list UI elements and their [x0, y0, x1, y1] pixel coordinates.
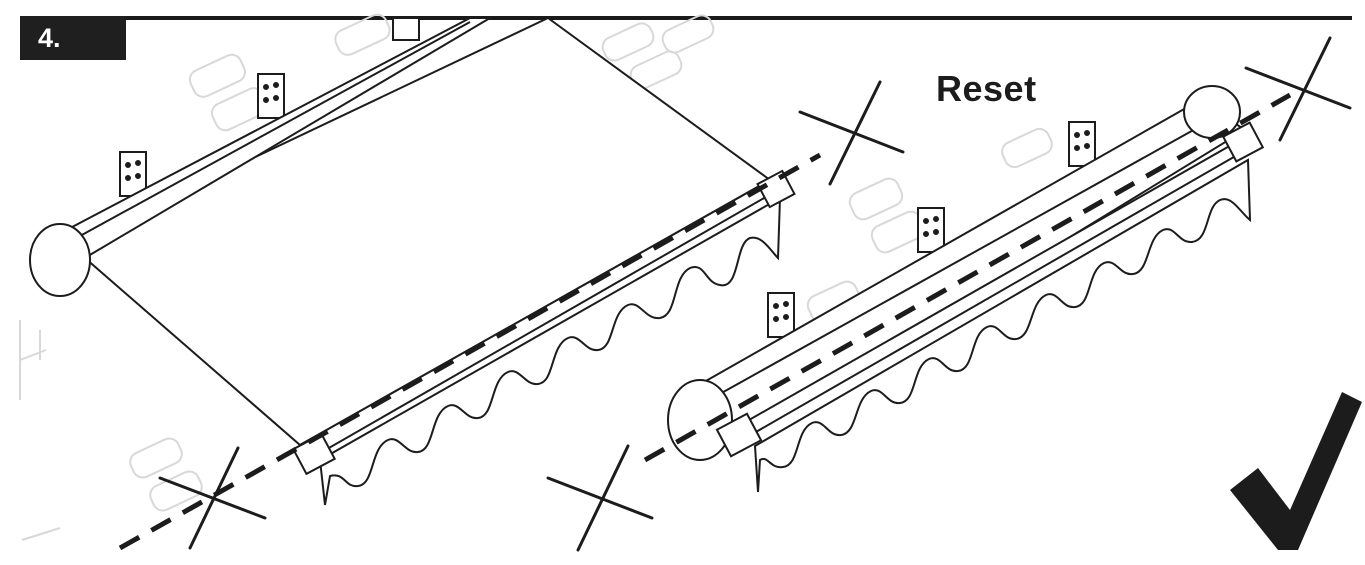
cross-icon — [1244, 36, 1352, 142]
axis-line-right — [643, 92, 1292, 463]
cross-icon — [798, 80, 905, 186]
reset-label: Reset — [936, 68, 1037, 109]
bracket-4 — [1068, 121, 1096, 167]
valance — [318, 196, 782, 506]
retracted-awning — [667, 85, 1265, 493]
cassette-end-cap-right — [1183, 85, 1241, 139]
bracket-1 — [119, 151, 147, 197]
bracket-2 — [257, 73, 285, 119]
cassette-cap-left — [715, 412, 763, 458]
front-bar-cap-right — [756, 169, 796, 209]
cassette-body — [688, 98, 1247, 447]
cross-icon — [158, 446, 267, 550]
bracket-6 — [767, 292, 795, 338]
cassette-front-bar — [733, 138, 1248, 442]
cassette-cap-right — [1221, 121, 1265, 163]
front-bar-cap-left — [291, 432, 337, 476]
cassette-valance — [753, 158, 1252, 493]
extended-awning — [29, 16, 796, 506]
bracket-3 — [392, 17, 420, 41]
cassette-end-cap-left — [667, 379, 733, 461]
check-icon — [1230, 392, 1362, 550]
top-rule — [20, 16, 1352, 20]
cross-icon — [546, 444, 654, 552]
roller-end-cap — [29, 223, 91, 297]
step-number-badge: 4. — [20, 16, 126, 60]
axis-line-left — [118, 152, 822, 551]
bracket-5 — [917, 207, 945, 253]
